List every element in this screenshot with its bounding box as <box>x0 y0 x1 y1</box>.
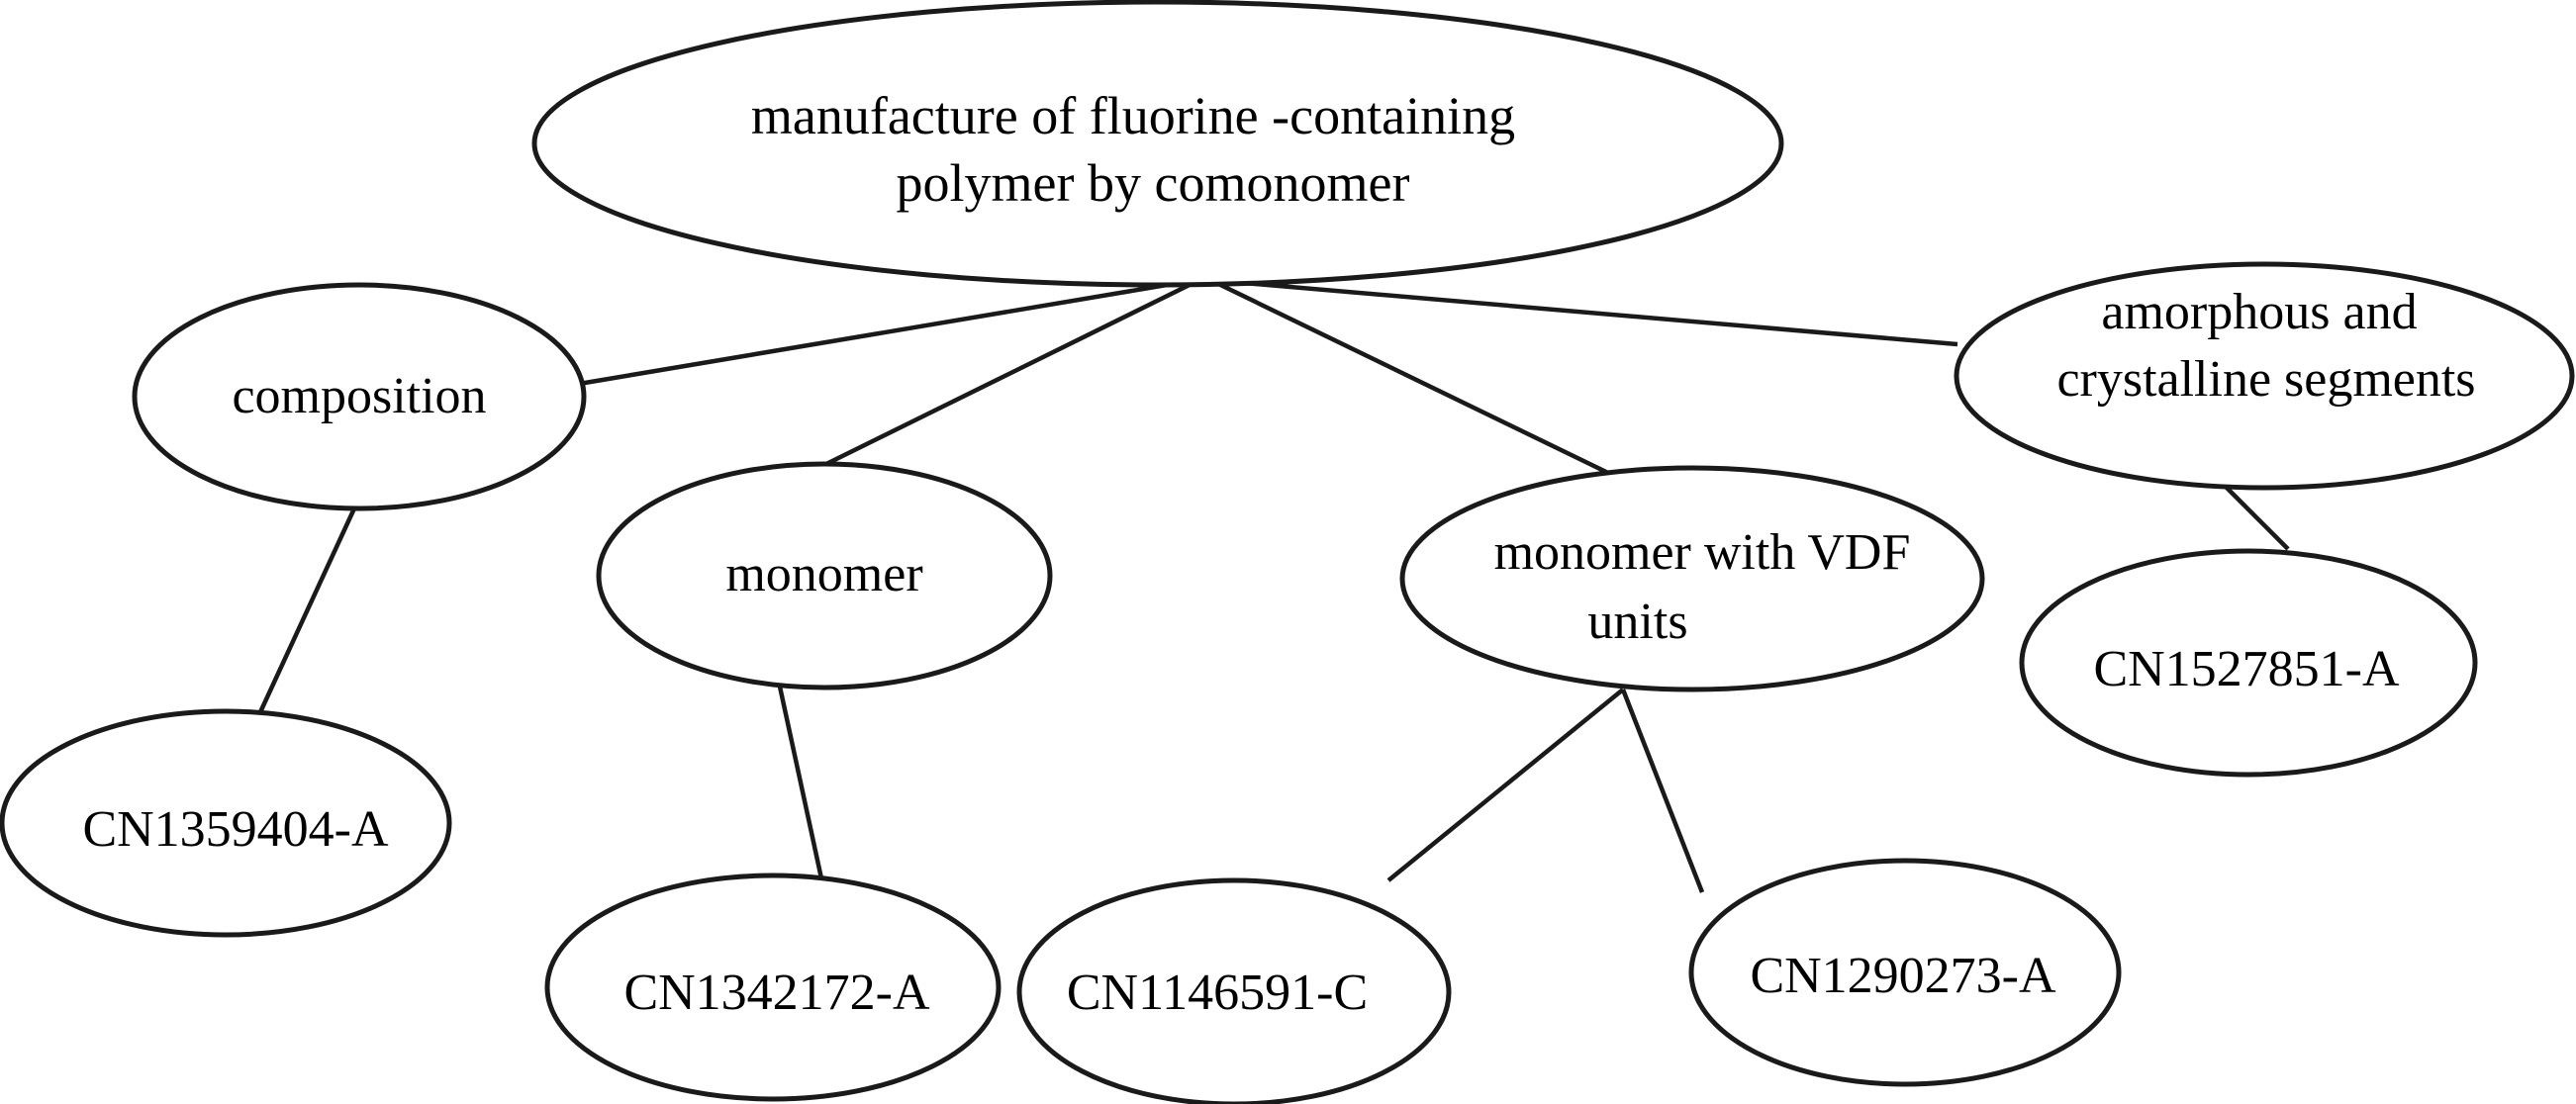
node-cn1290273: CN1290273-A <box>1688 858 2122 1087</box>
node-ellipse <box>2019 548 2478 778</box>
edge-monomer-vdf-to-cn1290273 <box>1620 689 1705 893</box>
node-label: CN1359404-A <box>82 801 389 858</box>
node-label: amorphous and <box>2101 284 2417 340</box>
node-label: composition <box>232 368 486 424</box>
node-label: monomer with VDF <box>1494 524 1911 581</box>
node-label: CN1290273-A <box>1750 948 2056 1004</box>
node-ellipse <box>1399 465 1985 692</box>
node-amorphous: amorphous and crystalline segments <box>1954 261 2575 491</box>
node-label: CN1342172-A <box>623 965 930 1021</box>
node-label: crystalline segments <box>2056 351 2475 408</box>
node-label: CN1527851-A <box>2093 641 2400 697</box>
node-label: units <box>1587 594 1687 650</box>
node-ellipse <box>1954 261 2575 491</box>
node-ellipse <box>531 0 1784 288</box>
edge-root-to-composition <box>578 276 1203 387</box>
node-ellipse <box>1688 858 2122 1087</box>
node-monomer: monomer <box>596 461 1053 690</box>
edge-root-to-monomer <box>823 278 1198 468</box>
node-cn1359404: CN1359404-A <box>0 708 452 938</box>
node-ellipse <box>544 873 1002 1102</box>
node-label: monomer <box>725 546 922 602</box>
node-ellipse <box>0 708 452 938</box>
node-ellipse <box>596 461 1053 690</box>
edges-layer <box>257 276 2290 893</box>
node-label: polymer by comonomer <box>897 153 1410 213</box>
node-monomer-vdf: monomer with VDF units <box>1399 465 1985 692</box>
node-ellipse <box>132 282 587 511</box>
node-ellipse <box>1016 877 1452 1104</box>
node-cn1342172: CN1342172-A <box>544 873 1002 1102</box>
node-root: manufacture of fluorine -containing polym… <box>531 0 1784 288</box>
edge-root-to-monomer-vdf <box>1211 278 1609 476</box>
node-label: manufacture of fluorine -containing <box>751 86 1515 145</box>
node-cn1527851: CN1527851-A <box>2019 548 2478 778</box>
node-label: CN1146591-C <box>1067 965 1368 1021</box>
edge-composition-to-cn1359404 <box>257 507 357 713</box>
node-cn1146591: CN1146591-C <box>1016 877 1452 1104</box>
node-composition: composition <box>132 282 587 511</box>
edge-monomer-vdf-to-cn1146591 <box>1386 688 1625 882</box>
edge-monomer-to-cn1342172 <box>777 686 824 879</box>
edge-root-to-amorphous <box>1208 277 1958 347</box>
